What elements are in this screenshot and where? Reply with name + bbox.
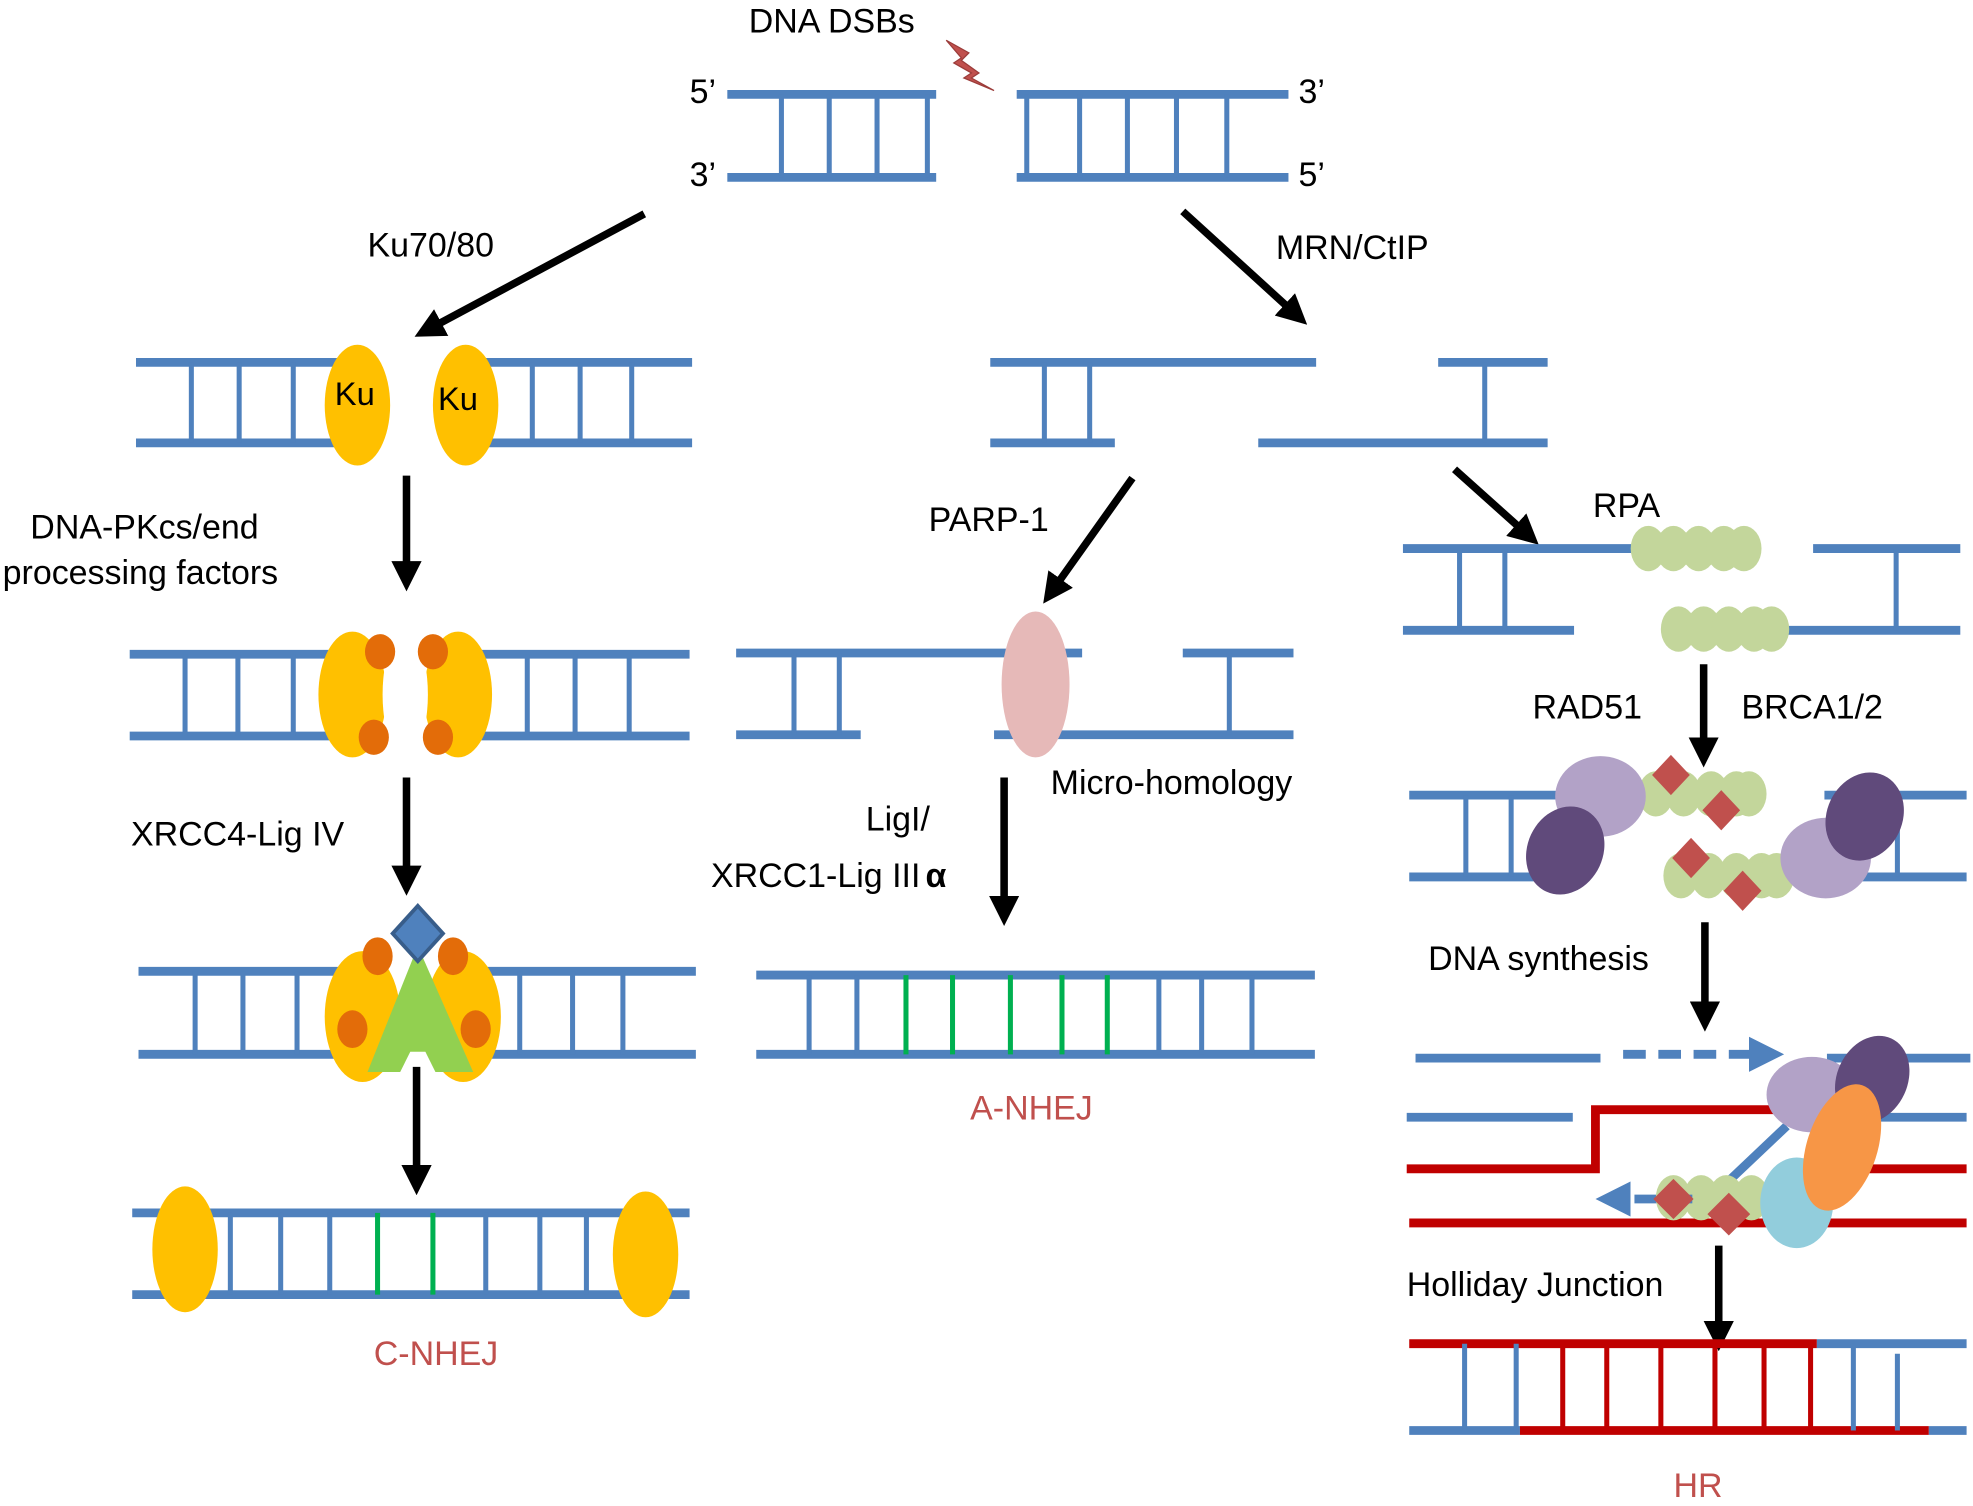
dna-pkcs-icon	[362, 937, 393, 976]
xrcc4-diamond	[390, 903, 446, 965]
dna-pkcs-icon	[337, 1010, 368, 1049]
dna-pkcs-icon	[460, 1010, 491, 1049]
parp1-protein	[1001, 611, 1070, 758]
dna-pkcs-icon	[417, 634, 449, 670]
end-label-top-right: 3’	[1299, 73, 1325, 111]
end-label-bottom-right: 5’	[1299, 156, 1325, 194]
dsb-dna-right	[1016, 89, 1289, 182]
brca-protein-dark	[1526, 806, 1605, 895]
label-ligi: LigI/	[866, 800, 931, 838]
parp1-bound-dna	[736, 611, 1294, 758]
label-dna-pkcs-line2: processing factors	[3, 554, 279, 592]
title-dna-dsbs: DNA DSBs	[749, 3, 915, 41]
donor-strand-top	[1406, 1105, 1785, 1174]
label-micro-homology: Micro-homology	[1051, 764, 1293, 802]
c-nhej-repaired-dna	[132, 1186, 690, 1318]
label-dna-synthesis: DNA synthesis	[1428, 940, 1649, 978]
pathway-label-hr: HR	[1673, 1467, 1722, 1505]
d-loop-synthesis	[1406, 1035, 1971, 1249]
dna-pkcs-bound-dna	[129, 631, 690, 758]
ku-protein-left	[152, 1186, 218, 1313]
arrow-rpa	[1452, 466, 1539, 545]
ligase-iv-triangle	[367, 946, 474, 1072]
label-xrcc4-lig-iv: XRCC4-Lig IV	[131, 815, 345, 853]
dsb-dna-left	[727, 89, 937, 182]
label-holliday-junction: Holliday Junction	[1407, 1266, 1664, 1304]
dna-pkcs-icon	[358, 719, 389, 755]
ku-label-right: Ku	[438, 380, 478, 417]
rpa-coated-dna	[1402, 525, 1961, 652]
pathway-label-a-nhej: A-NHEJ	[970, 1090, 1093, 1128]
a-nhej-repaired-dna	[756, 970, 1315, 1059]
ku-label-left: Ku	[335, 375, 375, 412]
label-rpa: RPA	[1593, 487, 1661, 525]
ku-bound-dna	[135, 344, 693, 466]
arrow-ku-branch	[414, 210, 647, 337]
ligase-complex-dna	[138, 903, 696, 1083]
brca-protein-dark	[1825, 772, 1904, 861]
label-rad51: RAD51	[1533, 688, 1642, 726]
label-ku70-80: Ku70/80	[367, 227, 494, 265]
dna-pkcs-icon	[364, 634, 396, 670]
label-mrn-ctip: MRN/CtIP	[1276, 229, 1429, 267]
rpa-protein-chain	[1630, 525, 1790, 652]
end-label-bottom-left: 3’	[690, 156, 716, 194]
label-dna-pkcs-line1: DNA-PKcs/end	[30, 508, 258, 546]
end-label-top-left: 5’	[690, 73, 716, 111]
hr-repaired-dna	[1409, 1339, 1967, 1435]
lightning-icon	[945, 39, 995, 92]
arrow-parp1	[1043, 475, 1136, 604]
ku-protein-right	[432, 344, 499, 466]
arrow-mrn-branch	[1180, 208, 1308, 325]
ku-protein-left	[324, 344, 391, 466]
polymerase-orange	[1802, 1084, 1882, 1211]
ku-protein-right	[612, 1191, 679, 1318]
label-parp-1: PARP-1	[929, 501, 1049, 539]
dna-pkcs-icon	[437, 937, 469, 976]
dna-pkcs-icon	[422, 719, 454, 755]
pathway-label-c-nhej: C-NHEJ	[374, 1335, 499, 1373]
label-brca1-2: BRCA1/2	[1741, 688, 1883, 726]
resected-dna	[990, 357, 1548, 448]
rad51-filament-dna	[1409, 754, 1967, 911]
